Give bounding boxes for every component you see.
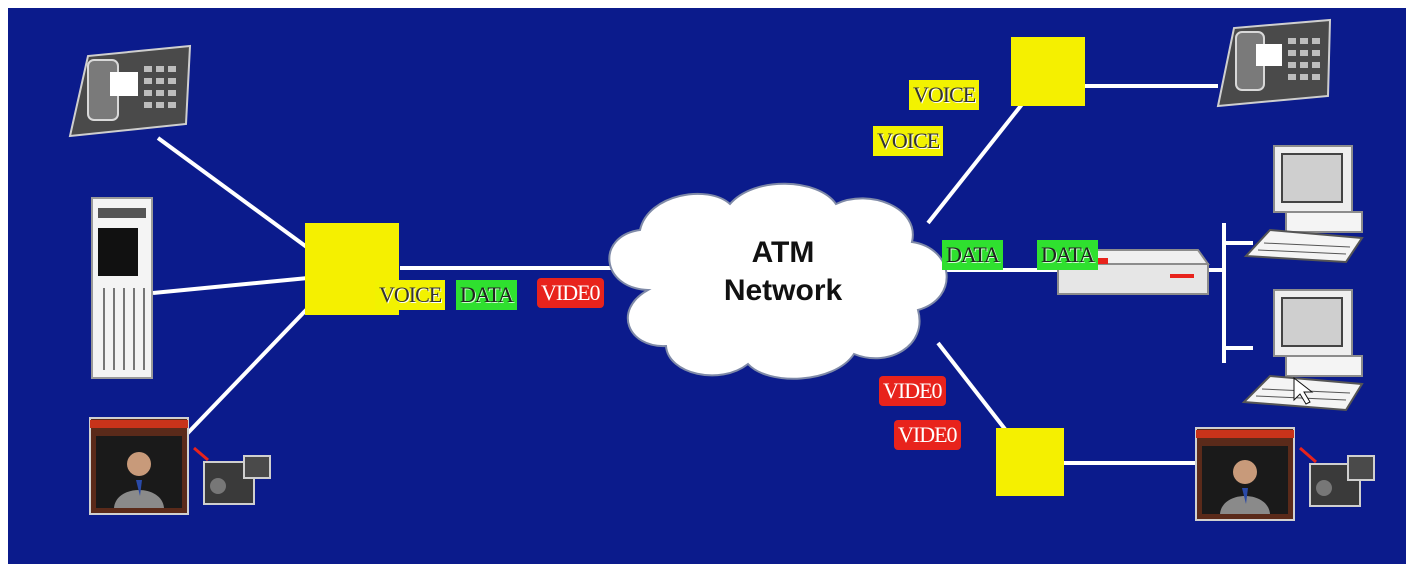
packet-data-mid-2: DATA [1037,240,1098,270]
atm-network-diagram: ATM Network VOICE DATA VIDE0 VOICE VOICE… [8,8,1406,564]
top-atm-switch [1011,37,1085,106]
packet-voice-top-1: VOICE [909,80,980,110]
link-server-left [152,276,309,295]
computer-icon [1243,145,1364,264]
link-phone-left [156,136,310,250]
cloud-label-line-1: ATM [751,236,815,269]
packet-data-mid-1: DATA [942,240,1003,270]
video-screen-icon [1195,427,1295,521]
telephone-icon [68,44,192,138]
video-screen-icon [89,417,189,515]
atm-network-label: ATM Network [698,234,868,310]
link-video-left [181,306,310,440]
link-cloud-top-switch [926,101,1025,225]
packet-video-bottom-2: VIDE0 [894,420,961,450]
telephone-icon [1216,18,1332,108]
diagram-canvas [68,18,1375,521]
video-camera-icon [193,446,271,505]
packet-voice-top-2: VOICE [873,126,944,156]
video-camera-icon [1299,446,1375,507]
bottom-atm-switch [996,428,1064,496]
cloud-label-line-2: Network [723,274,843,307]
link-cloud-bottom-switch [936,341,1010,435]
packet-data-left: DATA [456,280,517,310]
packet-voice-left: VOICE [375,280,446,310]
network-links [152,84,1253,465]
server-tower-icon [91,197,153,379]
atm-cloud-icon [608,182,948,380]
computer-icon [1241,289,1364,412]
packet-video-bottom-1: VIDE0 [879,376,946,406]
packet-video-left: VIDE0 [537,278,604,308]
